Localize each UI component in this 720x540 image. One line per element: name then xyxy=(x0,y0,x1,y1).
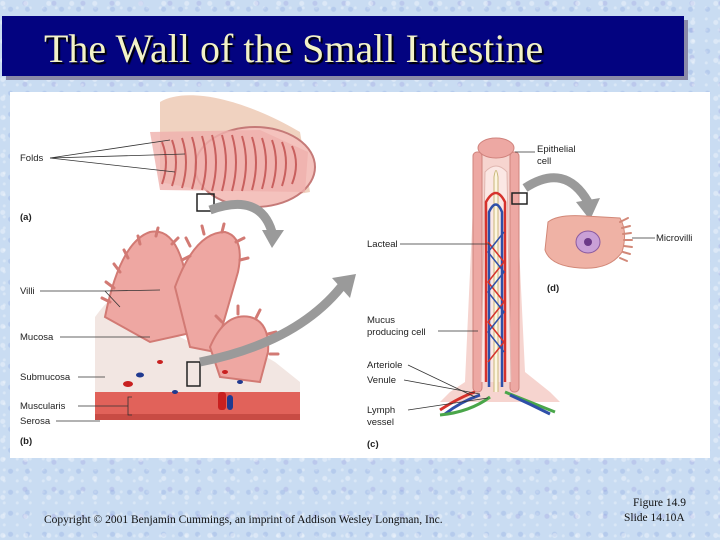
arrow-c-to-d-head xyxy=(576,198,600,220)
arrow-c-to-d xyxy=(522,173,592,205)
panel-b-leader-lines xyxy=(40,289,161,422)
slide-number: Slide 14.10A xyxy=(624,512,685,524)
epithelial-cell-illustration xyxy=(544,215,633,269)
villi-fringe xyxy=(100,222,280,356)
microvilli-fringe xyxy=(619,217,633,262)
villus-illustration xyxy=(439,137,560,417)
label-panel-c: (c) xyxy=(367,439,379,450)
zoom-box-a xyxy=(196,193,215,212)
slide-title: The Wall of the Small Intestine xyxy=(44,26,544,71)
arrow-b-to-c xyxy=(199,279,349,367)
title-bar xyxy=(2,16,684,76)
intestine-wall-diagram: Folds (a) xyxy=(20,95,692,450)
arrow-a-to-b xyxy=(208,199,277,234)
panel-c-leader-lines xyxy=(400,151,535,411)
label-panel-b: (b) xyxy=(20,436,32,447)
label-folds: Folds xyxy=(20,153,43,164)
zoom-box-c xyxy=(511,192,528,205)
copyright-notice: Copyright © 2001 Benjamin Cummings, an i… xyxy=(44,514,443,526)
figure-panel: Folds (a) xyxy=(10,92,710,458)
label-epithelial-line2: cell xyxy=(537,156,551,167)
label-arteriole: Arteriole xyxy=(367,360,402,371)
label-submucosa: Submucosa xyxy=(20,372,71,383)
label-lymph-line1: Lymph xyxy=(367,405,395,416)
arrow-b-to-c-head xyxy=(332,274,356,298)
figure-number: Figure 14.9 xyxy=(633,497,687,509)
label-villi: Villi xyxy=(20,286,35,297)
label-microvilli: Microvilli xyxy=(656,233,692,244)
label-muscularis: Muscularis xyxy=(20,401,66,412)
villi-section-illustration xyxy=(95,222,300,420)
fold-ridges xyxy=(161,134,297,192)
label-panel-d: (d) xyxy=(547,283,559,294)
blood-vessel-dots xyxy=(123,360,243,410)
label-mucosa: Mucosa xyxy=(20,332,54,343)
label-venule: Venule xyxy=(367,375,396,386)
label-lacteal: Lacteal xyxy=(367,239,398,250)
label-panel-a: (a) xyxy=(20,212,32,223)
label-epithelial-line1: Epithelial xyxy=(537,144,576,155)
label-lymph-line2: vessel xyxy=(367,417,394,428)
label-serosa: Serosa xyxy=(20,416,51,427)
label-mucus-line2: producing cell xyxy=(367,327,426,338)
arrow-a-to-b-head xyxy=(262,230,284,248)
intestine-tube-illustration xyxy=(150,95,316,212)
folds-leader-lines xyxy=(49,139,186,173)
label-mucus-line1: Mucus xyxy=(367,315,395,326)
zoom-box-b xyxy=(186,361,201,387)
